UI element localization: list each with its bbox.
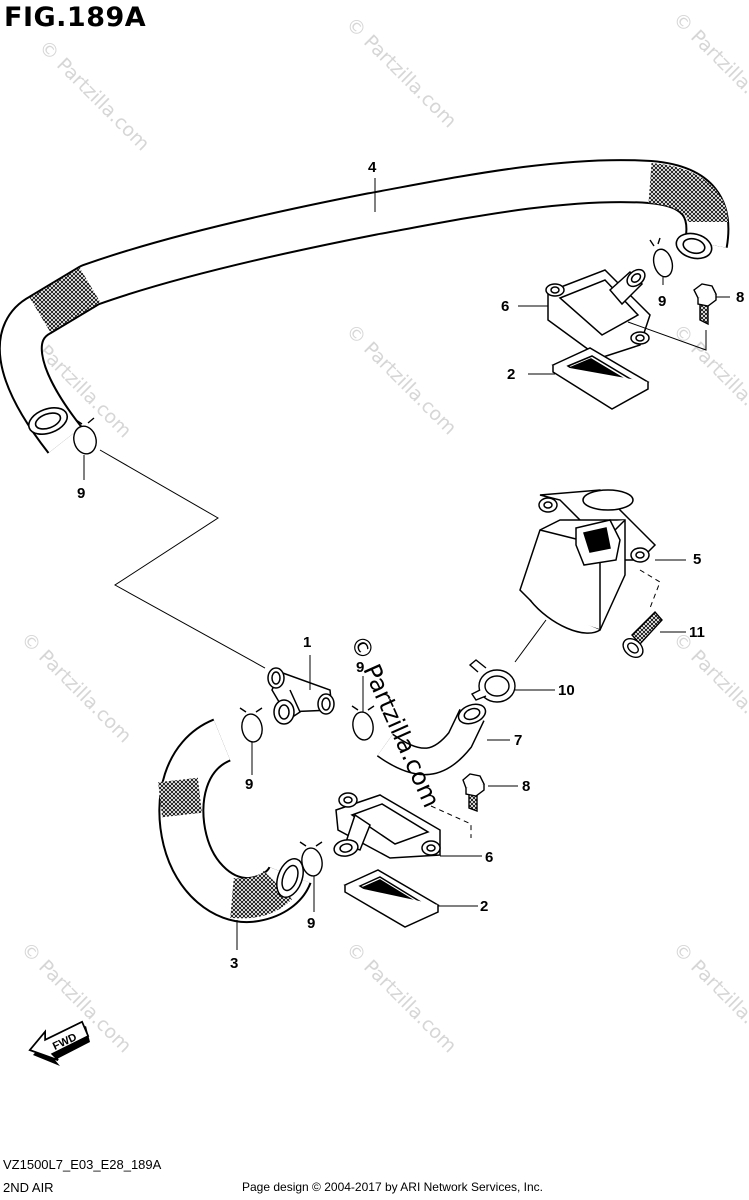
- callout-9: 9: [245, 776, 253, 793]
- clamp-upper: [649, 237, 674, 278]
- callout-1: 1: [303, 634, 311, 651]
- callouts: 4 9 8 6 2 9 5 11 1 9 10 7 9 8 6 2 9 3: [77, 159, 744, 972]
- watermark: © Partzilla.com: [341, 320, 460, 439]
- reed-valve-cover-lower: [333, 792, 441, 859]
- callout-6: 6: [501, 298, 509, 315]
- callout-4: 4: [368, 159, 377, 176]
- callout-5: 5: [693, 551, 701, 568]
- callout-9: 9: [307, 915, 315, 932]
- callout-7: 7: [514, 732, 522, 749]
- callout-9: 9: [356, 659, 364, 676]
- callout-6: 6: [485, 849, 493, 866]
- t-joint: [267, 667, 335, 725]
- watermark-center: © Partzilla.com: [345, 631, 446, 812]
- clamp-center-left: [239, 707, 263, 743]
- reed-valve-gasket-upper: [551, 347, 650, 410]
- callout-3: 3: [230, 955, 238, 972]
- bolt-lower: [462, 773, 485, 813]
- hose-part-4: [0, 159, 730, 454]
- watermark: © Partzilla.com: [341, 13, 460, 132]
- reed-valve-cover-upper: [545, 268, 651, 359]
- clamp-center-right: [351, 705, 375, 741]
- control-valve: [519, 489, 657, 634]
- fwd-arrow: FWD: [28, 1020, 90, 1066]
- watermark: © Partzilla.com: [668, 320, 749, 439]
- screw: [622, 610, 663, 659]
- leader-lines: [83, 178, 730, 950]
- callout-9: 9: [77, 485, 85, 502]
- watermark: © Partzilla.com: [16, 628, 135, 747]
- callout-2: 2: [507, 366, 515, 383]
- watermark: © Partzilla.com: [668, 628, 749, 747]
- reed-valve-gasket-lower: [343, 869, 440, 928]
- clamp-left: [73, 417, 97, 455]
- callout-2: 2: [480, 898, 488, 915]
- figure-title: FIG.189A: [4, 2, 147, 33]
- callout-8: 8: [522, 778, 530, 795]
- figure-code: VZ1500L7_E03_E28_189A: [3, 1157, 162, 1172]
- hose-part-3: [158, 718, 312, 924]
- callout-9: 9: [658, 293, 666, 310]
- hose-clamp-10: [468, 659, 516, 703]
- clamp-lower: [299, 841, 323, 877]
- callout-10: 10: [558, 682, 575, 699]
- bolt-upper: [693, 283, 717, 326]
- figure-name: 2ND AIR: [3, 1180, 54, 1195]
- callout-11: 11: [689, 624, 705, 641]
- callout-8: 8: [736, 289, 744, 306]
- copyright-credit: Page design © 2004-2017 by ARI Network S…: [242, 1180, 544, 1194]
- watermark: © Partzilla.com: [341, 938, 460, 1057]
- watermark: © Partzilla.com: [668, 938, 749, 1057]
- hose-part-7: [376, 703, 487, 776]
- watermark: © Partzilla.com: [34, 36, 153, 155]
- watermark: © Partzilla.com: [668, 8, 749, 127]
